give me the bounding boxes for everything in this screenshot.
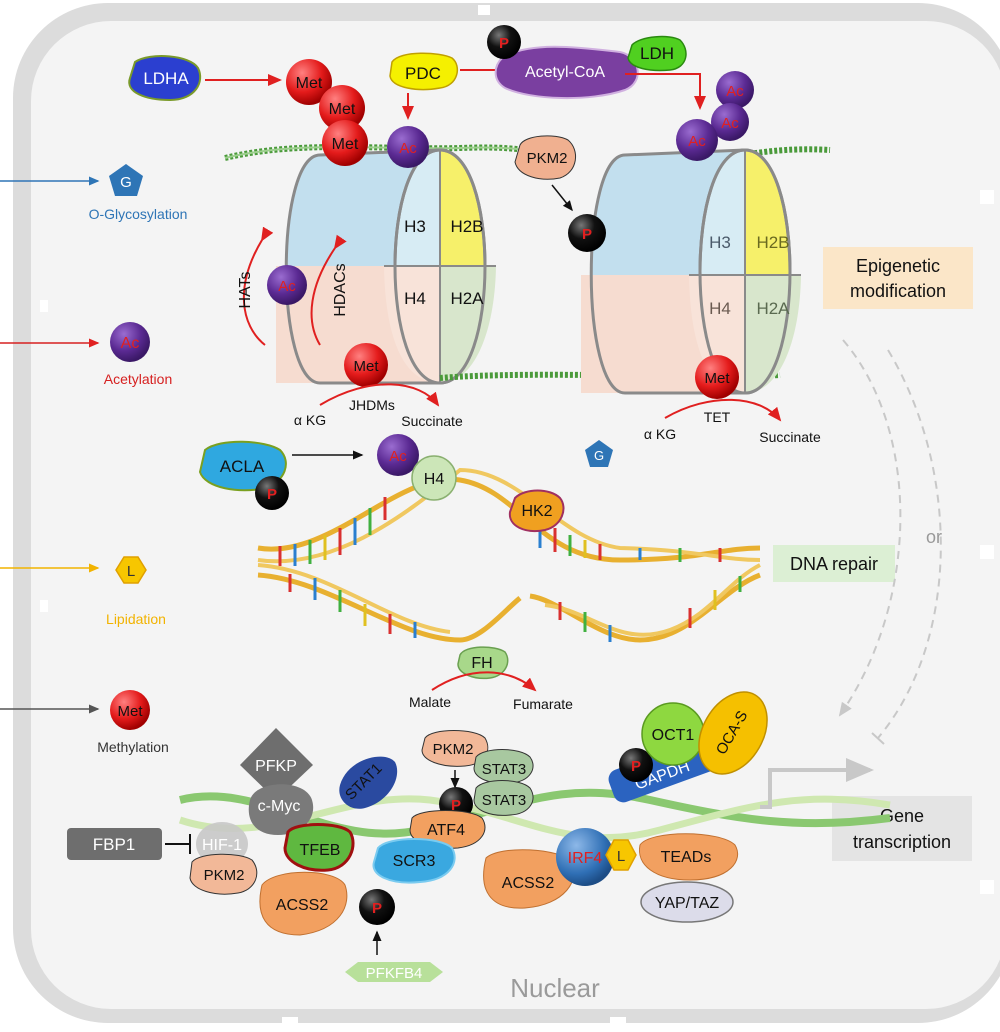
succinate-left: Succinate (401, 413, 463, 429)
ac-ldh-2: Ac (721, 115, 739, 132)
histone-h2b-right: H2B (756, 233, 789, 252)
phospho-acla: P (267, 486, 277, 503)
acetyl-coa-label: Acetyl-CoA (525, 64, 605, 81)
acetylation-symbol: Ac (121, 335, 140, 352)
pkm2-bottom-label: PKM2 (204, 867, 245, 884)
transcription-factors: FBP1 HIF-1 PKM2 PFKP c-Myc STAT1 TFEB AC… (67, 691, 768, 982)
akg-left: α KG (294, 412, 326, 428)
dna-repair-region: ACLA P Ac H4 HK2 G FH Malate Fumarate (198, 434, 761, 712)
oct1-label: OCT1 (652, 727, 695, 744)
c-myc-label: c-Myc (258, 798, 301, 815)
pdc-label: PDC (405, 64, 441, 83)
stat3-upper-label: STAT3 (482, 761, 526, 778)
dna-repair-label: DNA repair (790, 554, 878, 574)
ac-acla: Ac (389, 448, 407, 465)
hif1-label: HIF-1 (202, 837, 242, 854)
methylation-symbol: Met (117, 703, 143, 720)
dna-lower-rungs (288, 574, 742, 642)
pkm2-top-label: PKM2 (527, 150, 568, 167)
side-labels: Epigenetic modification DNA repair Gene … (773, 247, 973, 861)
nuclear-label: Nuclear (510, 973, 600, 1003)
pkm2-mid-label: PKM2 (433, 741, 474, 758)
lipid-marker-symbol: L (617, 848, 625, 865)
phospho-scr3: P (372, 900, 382, 917)
scr3-label: SCR3 (393, 853, 436, 870)
phospho-gapdh: P (631, 758, 641, 775)
phospho-stat3: P (451, 797, 461, 814)
succinate-right: Succinate (759, 429, 821, 445)
pfkfb4-label: PFKFB4 (366, 965, 423, 982)
pfkp-label: PFKP (255, 758, 297, 775)
ldha-label: LDHA (143, 69, 189, 88)
fh-label: FH (471, 655, 492, 672)
fbp1-label: FBP1 (93, 835, 136, 854)
lipidation-icon (115, 556, 147, 584)
gene-transcription-label-2: transcription (853, 832, 951, 852)
glycosylation-symbol: G (120, 174, 132, 191)
histone-h2b-left: H2B (450, 217, 483, 236)
methylation-label: Methylation (97, 739, 169, 755)
ac-ldh-1: Ac (726, 83, 744, 100)
tfeb-label: TFEB (300, 842, 341, 859)
irf4-label: IRF4 (568, 850, 603, 867)
dna-upper-rungs (278, 497, 722, 566)
phospho-acetyl-coa: P (499, 35, 509, 52)
yap-taz-label: YAP/TAZ (655, 895, 720, 912)
hk2-label: HK2 (521, 503, 552, 520)
epigenetic-label-1: Epigenetic (856, 256, 940, 276)
histone-h3-right: H3 (709, 233, 731, 252)
hdacs-label: HDACs (332, 263, 349, 316)
teads-label: TEADs (661, 849, 712, 866)
ac-hats: Ac (278, 278, 296, 295)
met-jhdms: Met (353, 358, 379, 375)
jhdms-label: JHDMs (349, 397, 395, 413)
histone-h4-right: H4 (709, 299, 731, 318)
stat3-lower-label: STAT3 (482, 792, 526, 809)
lipidation-label: Lipidation (106, 611, 166, 627)
akg-right: α KG (644, 426, 676, 442)
ac-ldh-3: Ac (688, 133, 706, 150)
glycosylation-marker-symbol: G (594, 448, 604, 463)
acetylation-label: Acetylation (104, 371, 172, 387)
top-enzymes: LDHA Met Met Met PDC Ac Acetyl-CoA P LDH… (128, 25, 754, 252)
hats-label: HATs (237, 271, 254, 308)
histone-h2a-right: H2A (756, 299, 790, 318)
malate-label: Malate (409, 694, 451, 710)
phospho-pkm2-top: P (582, 226, 592, 243)
acss2-left-label: ACSS2 (276, 897, 329, 914)
met-3: Met (332, 136, 359, 153)
acetylation-icon (110, 322, 150, 362)
h4-dna-repair: H4 (424, 471, 445, 488)
nuclear-pores (40, 5, 994, 1027)
histone-h4-left: H4 (404, 289, 426, 308)
nucleosome-right: H3 H2B H4 H2A Met TET α KG Succinate (581, 146, 831, 445)
lipidation-symbol: L (127, 563, 135, 580)
legend: G O-Glycosylation Ac Acetylation L Lipid… (0, 164, 187, 755)
atf4-label: ATF4 (427, 822, 465, 839)
met-1: Met (296, 75, 323, 92)
fumarate-label: Fumarate (513, 696, 573, 712)
epigenetic-label-2: modification (850, 281, 946, 301)
gene-transcription-label-1: Gene (880, 806, 924, 826)
met-tet: Met (704, 370, 730, 387)
histone-h2a-left: H2A (450, 289, 484, 308)
tet-label: TET (704, 409, 731, 425)
acss2-right-label: ACSS2 (502, 875, 555, 892)
glycosylation-icon (109, 164, 143, 196)
ldh-label: LDH (640, 44, 674, 63)
acla-label: ACLA (220, 457, 265, 476)
or-label: or (926, 527, 942, 547)
histone-h3-left: H3 (404, 217, 426, 236)
ac-pdc: Ac (399, 140, 417, 157)
glycosylation-label: O-Glycosylation (89, 206, 188, 222)
glycosylation-marker (585, 440, 613, 467)
met-2: Met (329, 101, 356, 118)
nucleosome-left: H3 H2B H4 H2A HATs HDACs Ac Met JHDMs α … (224, 144, 781, 429)
methylation-icon (110, 690, 150, 730)
